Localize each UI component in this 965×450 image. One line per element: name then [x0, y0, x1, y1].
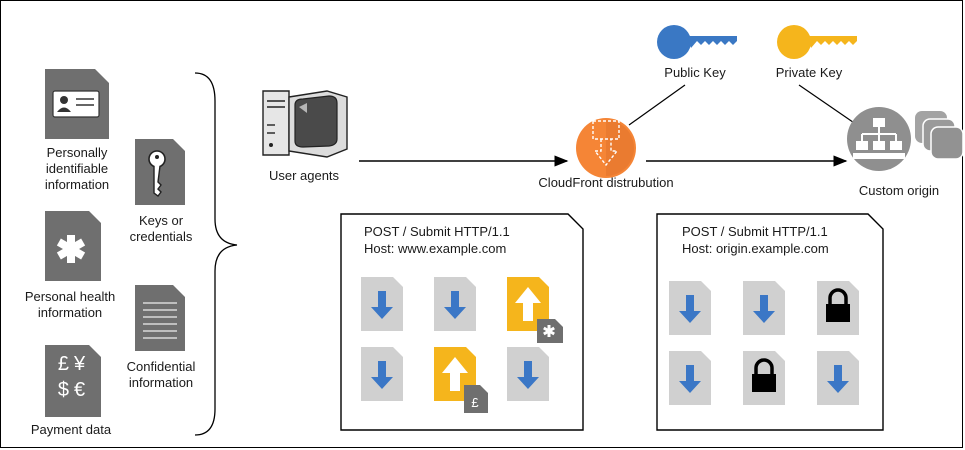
currency-icon: £¥ $€: [45, 345, 101, 417]
download-file-icon: [743, 281, 785, 335]
euro-symbol: €: [74, 379, 91, 401]
client-request-host: Host: www.example.com: [364, 241, 507, 256]
download-file-icon: [817, 351, 859, 405]
grouping-brace: [194, 72, 238, 436]
origin-request-host: Host: origin.example.com: [682, 241, 829, 256]
user-agents-label: User agents: [268, 168, 340, 183]
keys-label: Keys or credentials: [113, 213, 209, 245]
keys-label-line-2: credentials: [129, 229, 193, 244]
download-file-icon: [669, 351, 711, 405]
line-public-key: [628, 84, 686, 126]
health-label: Personal health information: [15, 289, 125, 321]
health-label-line-2: information: [37, 305, 103, 320]
desktop-computer-icon: [259, 87, 349, 161]
download-file-icon: [434, 277, 476, 331]
upload-payment-file-icon: £: [434, 347, 488, 413]
private-key-icon: [777, 23, 861, 61]
private-key-label: Private Key: [775, 65, 843, 80]
id-card-icon: [45, 69, 109, 139]
download-file-icon: [361, 277, 403, 331]
upload-health-file-icon: [507, 277, 563, 343]
public-key-icon: [657, 23, 741, 61]
pound-symbol: £: [57, 353, 74, 375]
pound-symbol: £: [471, 395, 479, 410]
encrypted-file-icon: [817, 281, 859, 335]
confidential-label-line-1: Confidential: [126, 359, 196, 374]
medical-asterisk-icon: [45, 211, 101, 281]
custom-origin-label: Custom origin: [858, 183, 940, 198]
confidential-label-line-2: information: [128, 375, 194, 390]
dollar-symbol: $: [57, 379, 74, 401]
cloudfront-icon: [575, 117, 637, 179]
payment-label: Payment data: [30, 422, 112, 437]
key-icon: [135, 139, 185, 205]
origin-request-line: POST / Submit HTTP/1.1: [682, 224, 828, 239]
download-file-icon: [669, 281, 711, 335]
server-hierarchy-icon: [847, 105, 963, 173]
yen-symbol: ¥: [74, 353, 91, 375]
pii-label-line-1: Personally: [46, 145, 108, 160]
confidential-label: Confidential information: [113, 359, 209, 391]
health-label-line-1: Personal health: [24, 289, 116, 304]
pii-label-line-3: information: [44, 177, 110, 192]
download-file-icon: [507, 347, 549, 401]
currency-symbols: £¥ $€: [51, 351, 97, 403]
download-file-icon: [361, 347, 403, 401]
text-document-icon: [135, 285, 185, 351]
public-key-label: Public Key: [664, 65, 726, 80]
keys-label-line-1: Keys or: [138, 213, 184, 228]
client-request-line: POST / Submit HTTP/1.1: [364, 224, 510, 239]
cloudfront-label: CloudFront distrubution: [538, 175, 674, 190]
pii-label-line-2: identifiable: [45, 161, 109, 176]
pii-label: Personally identifiable information: [31, 145, 123, 193]
encrypted-file-icon: [743, 351, 785, 405]
